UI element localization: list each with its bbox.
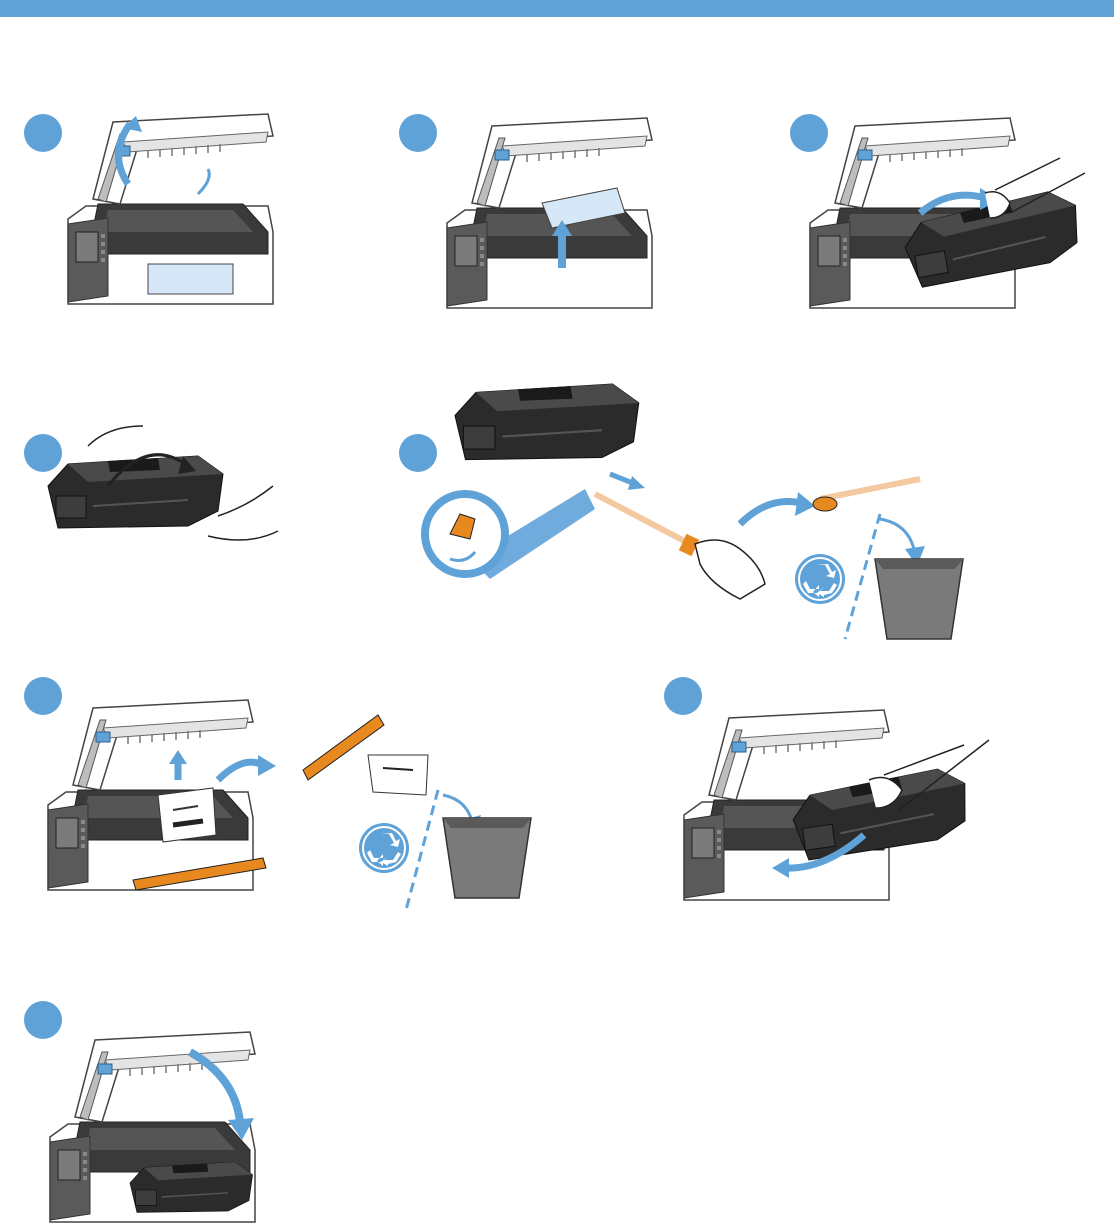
step-1-marker bbox=[24, 114, 62, 152]
step-4-illustration bbox=[48, 416, 288, 576]
header-color-bar bbox=[0, 0, 1114, 17]
step-2-marker bbox=[399, 114, 437, 152]
step-8-illustration bbox=[50, 1032, 260, 1227]
step-1-illustration bbox=[68, 114, 278, 314]
step-2-illustration bbox=[447, 118, 657, 318]
step-6-illustration bbox=[48, 700, 548, 915]
step-7-illustration bbox=[684, 710, 994, 910]
step-5-illustration bbox=[420, 384, 980, 644]
step-3-illustration bbox=[810, 118, 1100, 318]
